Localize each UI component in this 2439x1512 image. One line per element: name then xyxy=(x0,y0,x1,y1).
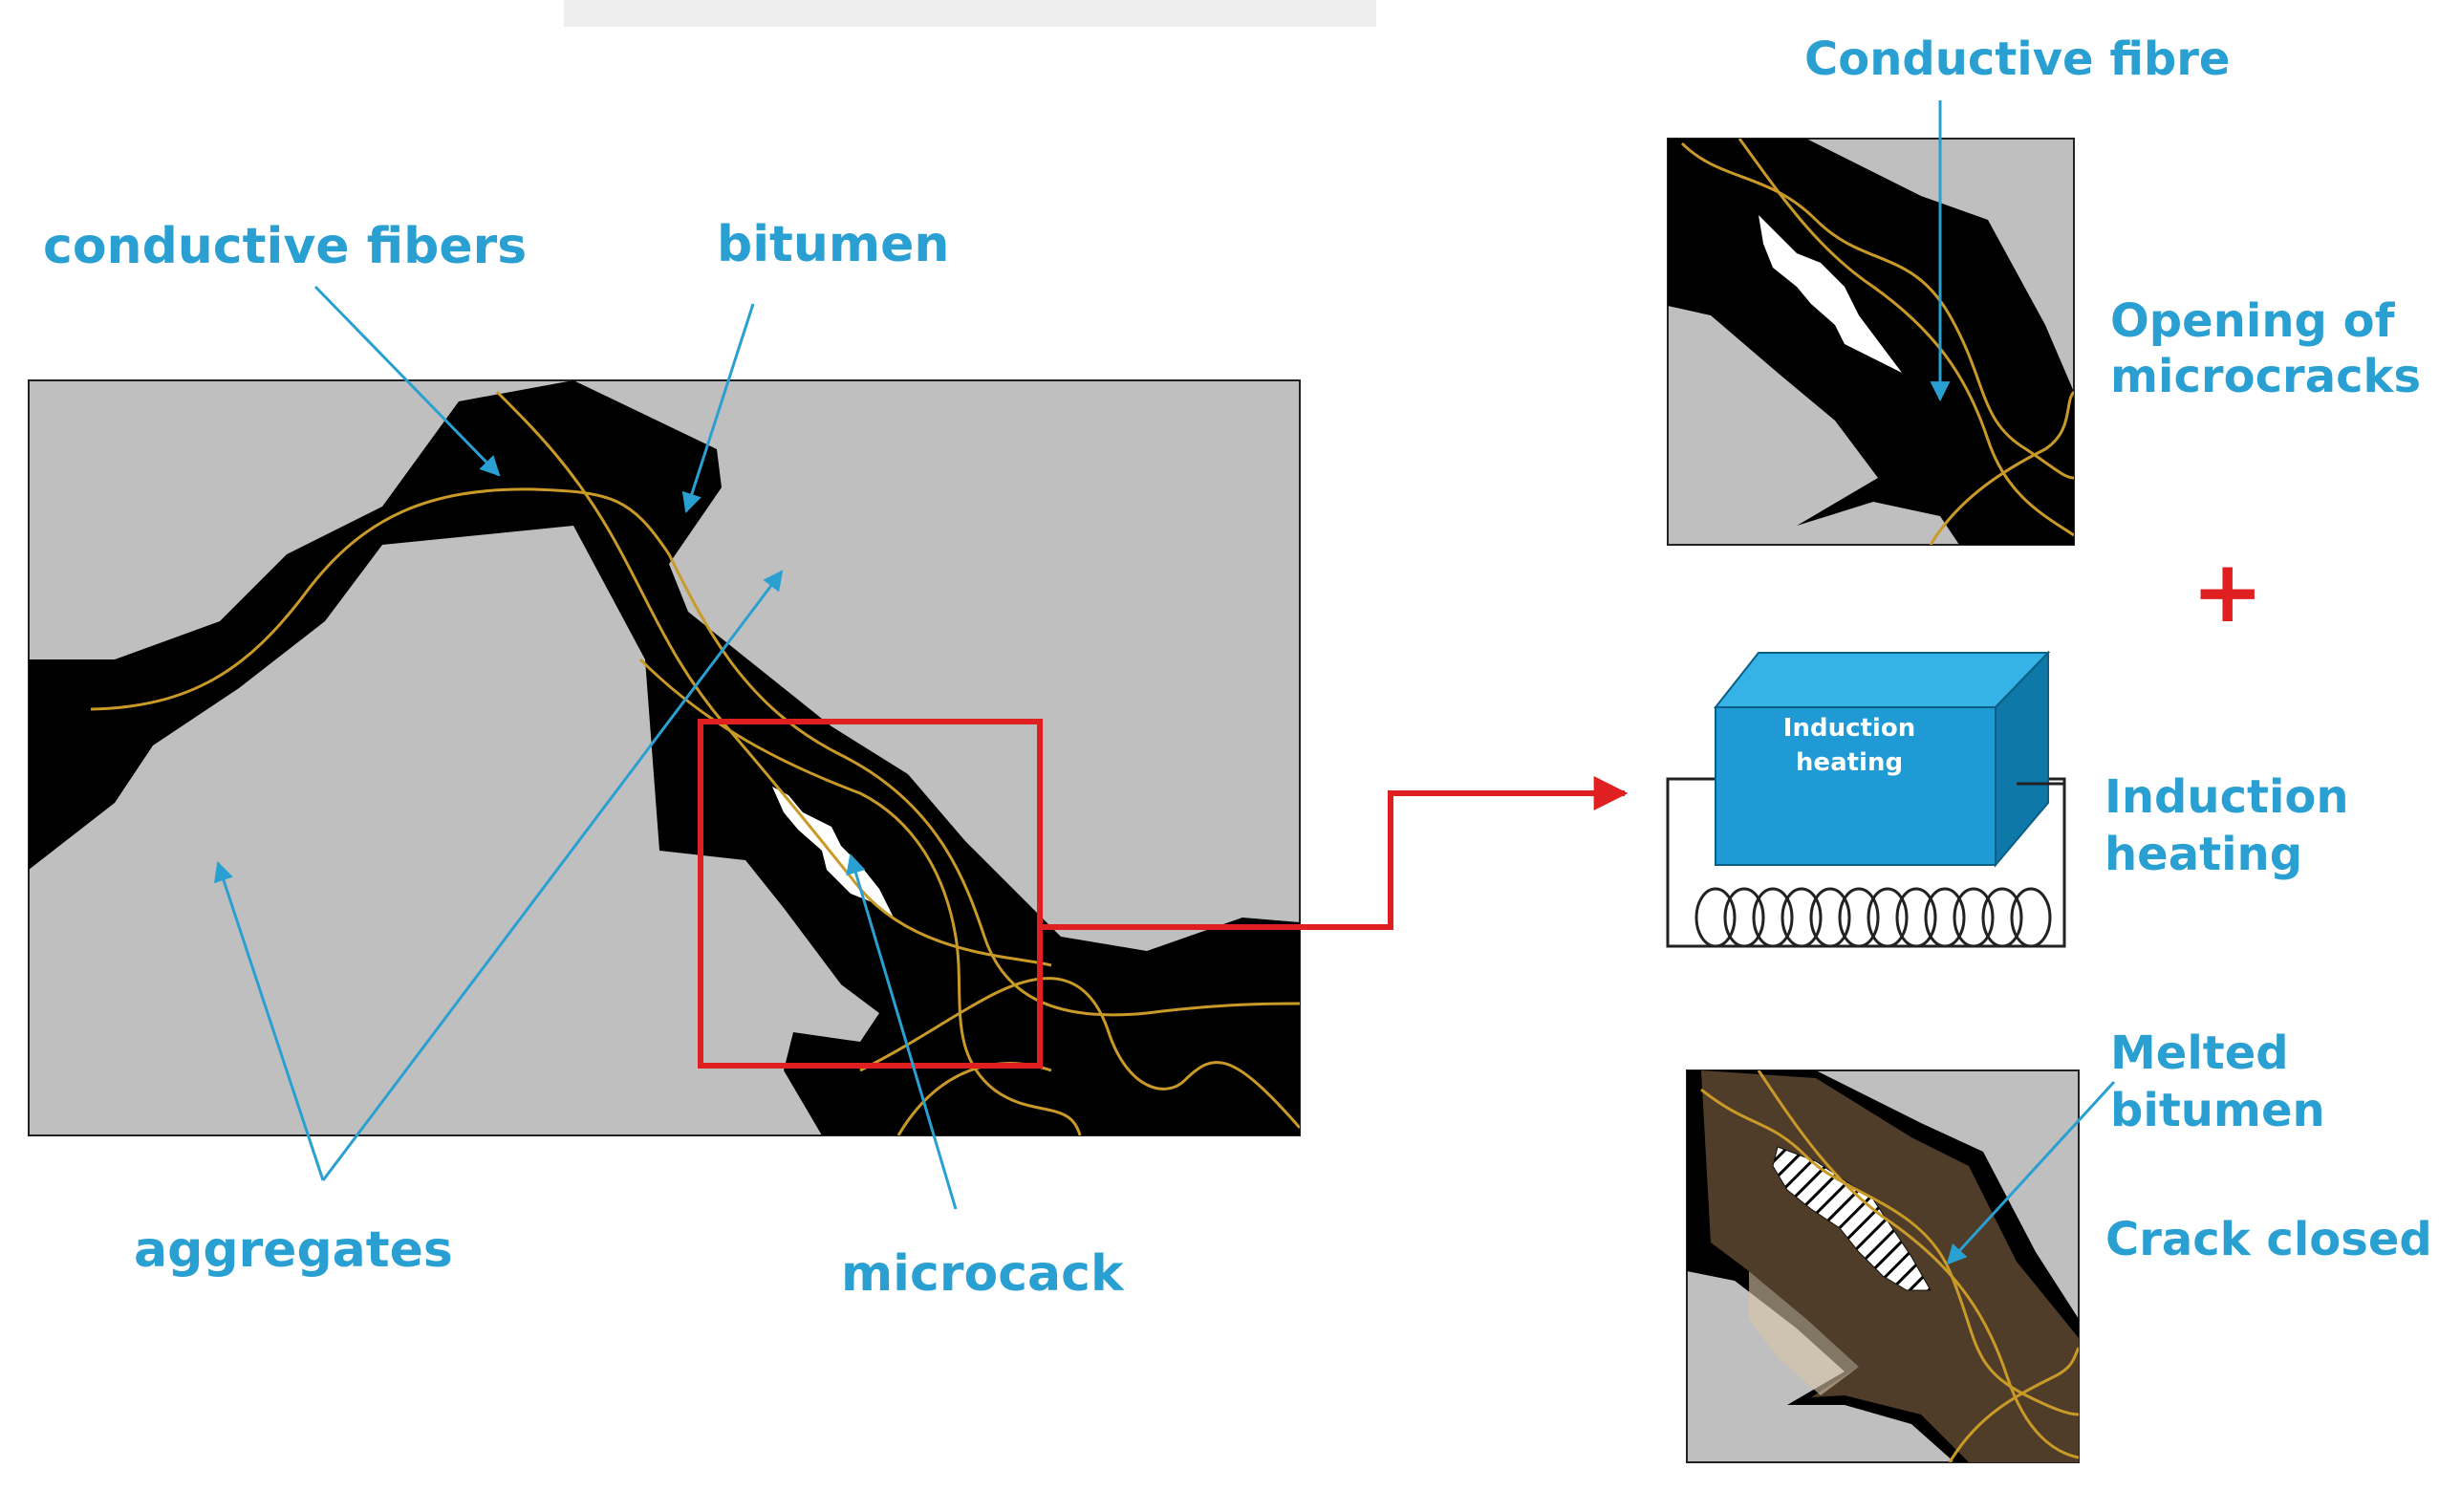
asphalt-mixture-panel xyxy=(28,379,1301,1136)
heater-label-line1: Induction xyxy=(1783,714,1915,743)
label-bitumen: bitumen xyxy=(717,216,949,273)
arrow-bitumen xyxy=(681,303,755,513)
top-microcrack xyxy=(1759,215,1902,373)
fiber-1 xyxy=(90,487,1300,1017)
label-crack-closed: Crack closed xyxy=(2105,1213,2432,1266)
heater-label-line2: heating xyxy=(1796,748,1903,777)
arrow-microcack xyxy=(846,853,958,1210)
melted-region-highlight xyxy=(1749,1271,1859,1395)
label-opening-line2: microcracks xyxy=(2110,350,2421,403)
arrow-conductive-fibers xyxy=(313,285,501,477)
label-induction-line2: heating xyxy=(2104,828,2302,881)
label-melted-line1: Melted xyxy=(2110,1026,2289,1080)
zoom-connector-arrow xyxy=(1040,776,1629,930)
arrow-melted-bitumen xyxy=(1946,1080,2116,1265)
fiber-3 xyxy=(638,658,1082,1135)
label-conductive-fibers: conductive fibers xyxy=(43,218,527,275)
induction-coil xyxy=(1694,887,2052,948)
fiber-4 xyxy=(859,977,1300,1129)
heater-top-face xyxy=(1713,652,2051,708)
header-shadow xyxy=(564,0,1376,27)
fiber-2 xyxy=(495,390,1052,967)
label-microcack: microcack xyxy=(841,1245,1125,1303)
bitumen-band xyxy=(29,380,1300,1135)
label-aggregates: aggregates xyxy=(134,1221,453,1279)
arrow-aggregates-left xyxy=(213,861,325,1181)
label-melted-line2: bitumen xyxy=(2110,1084,2325,1137)
label-opening-line1: Opening of xyxy=(2110,294,2396,348)
label-induction-line1: Induction xyxy=(2104,770,2349,824)
heater-front-face xyxy=(1715,706,1997,866)
induction-heater: Induction heating xyxy=(1666,650,2066,948)
zoom-highlight-box xyxy=(698,719,1043,1069)
arrow-aggregates-right xyxy=(321,570,784,1181)
plus-sign: + xyxy=(2191,542,2263,642)
label-pointer-arrows xyxy=(213,285,958,1210)
opening-microcracks-panel xyxy=(1667,100,2075,546)
label-conductive-fibre: Conductive fibre xyxy=(1804,32,2230,86)
crack-closed-panel xyxy=(1686,1069,2116,1463)
